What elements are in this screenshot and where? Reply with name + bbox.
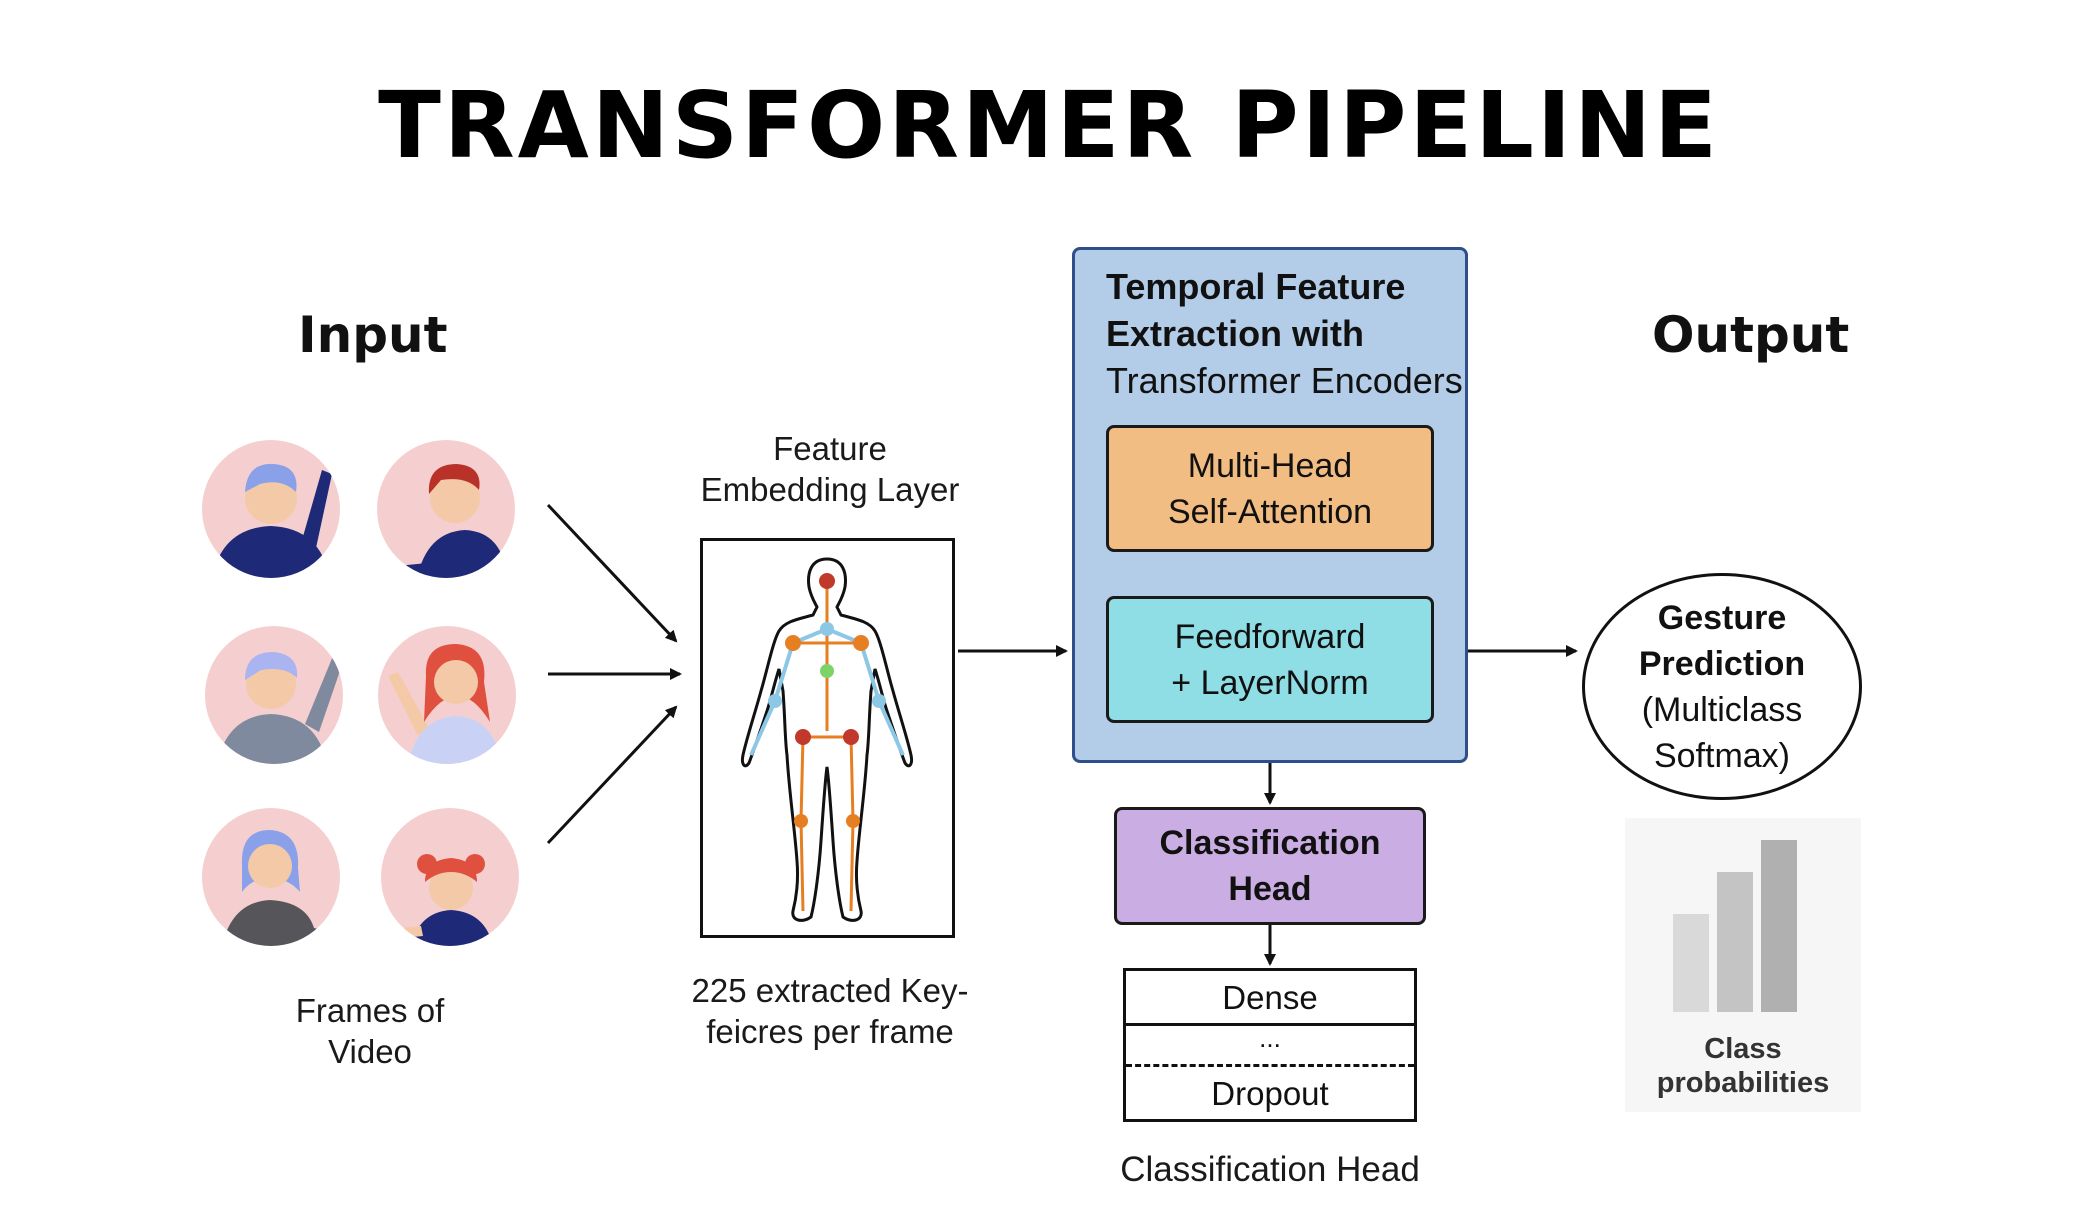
multi-head-attention-box: Multi-Head Self-Attention <box>1106 425 1434 552</box>
classification-caption: Classification Head <box>1120 1150 1420 1189</box>
dense-layers-table: Dense ... Dropout <box>1123 968 1417 1122</box>
cls-box-line2: Head <box>1228 870 1312 908</box>
output-line1: Gesture <box>1657 598 1787 637</box>
embedding-label-line2: Embedding Layer <box>700 471 960 509</box>
video-frame-avatar-4 <box>378 626 516 764</box>
probability-bar-2 <box>1717 872 1753 1012</box>
embedding-caption-line1: 225 extracted Key- <box>691 972 969 1009</box>
video-frame-avatar-2 <box>377 440 515 578</box>
embedding-label-line1: Feature <box>773 430 887 467</box>
video-frame-avatar-1 <box>202 440 340 578</box>
gesture-prediction-node: Gesture Prediction (Multiclass Softmax) <box>1582 573 1862 800</box>
embedding-caption: 225 extracted Key- feicres per frame <box>660 970 1000 1053</box>
bar-chart-icon <box>1673 840 1797 1012</box>
output-heading: Output <box>1652 306 1850 364</box>
input-heading: Input <box>298 306 448 364</box>
arrow-right-icon <box>546 503 678 643</box>
input-caption: Frames of Video <box>260 990 480 1073</box>
cls-box-line1: Classification <box>1159 824 1381 862</box>
prob-line2: probabilities <box>1656 1067 1830 1099</box>
output-line4: Softmax) <box>1653 736 1791 775</box>
encoder-title-line3: Transformer Encoders <box>1106 360 1463 401</box>
output-line2: Prediction <box>1638 644 1806 683</box>
output-line3: (Multiclass <box>1641 690 1803 729</box>
body-keypoints-figure-icon <box>741 557 913 922</box>
input-caption-line1: Frames of <box>295 992 445 1029</box>
dense-label: Dense <box>1222 979 1318 1016</box>
video-frame-avatar-3 <box>205 626 343 764</box>
input-caption-line2: Video <box>328 1033 412 1071</box>
attention-line1: Multi-Head <box>1187 446 1353 485</box>
encoder-title: Temporal Feature Extraction with Transfo… <box>1106 263 1466 404</box>
ffn-line2: + LayerNorm <box>1171 663 1369 702</box>
page-title: TRANSFORMER PIPELINE <box>378 72 1720 179</box>
person-avatar-icon <box>388 644 502 764</box>
ellipsis-label: ... <box>1259 1023 1281 1053</box>
class-probabilities-label: Class probabilities <box>1625 1032 1861 1100</box>
person-avatar-icon <box>212 463 332 578</box>
arrow-right-icon <box>546 705 678 845</box>
probability-bar-3 <box>1761 840 1797 1012</box>
class-probabilities-card <box>1625 818 1861 1112</box>
prob-line1: Class <box>1704 1033 1782 1065</box>
classification-head-box: Classification Head <box>1114 807 1426 925</box>
keypoint-figure-box <box>700 538 955 938</box>
probability-bar-1 <box>1673 914 1709 1012</box>
encoder-title-line2: Extraction with <box>1106 313 1365 354</box>
table-dashed-divider <box>1126 1064 1414 1067</box>
encoder-title-line1: Temporal Feature <box>1106 266 1406 307</box>
dropout-label: Dropout <box>1211 1075 1329 1112</box>
table-divider <box>1126 1023 1414 1026</box>
ffn-line1: Feedforward <box>1174 617 1366 656</box>
person-avatar-icon <box>217 652 343 764</box>
embedding-caption-line2: feicres per frame <box>706 1013 954 1051</box>
video-frame-avatar-6 <box>381 808 519 946</box>
attention-line2: Self-Attention <box>1167 492 1373 531</box>
feedforward-layernorm-box: Feedforward + LayerNorm <box>1106 596 1434 723</box>
embedding-label: Feature Embedding Layer <box>680 428 980 511</box>
